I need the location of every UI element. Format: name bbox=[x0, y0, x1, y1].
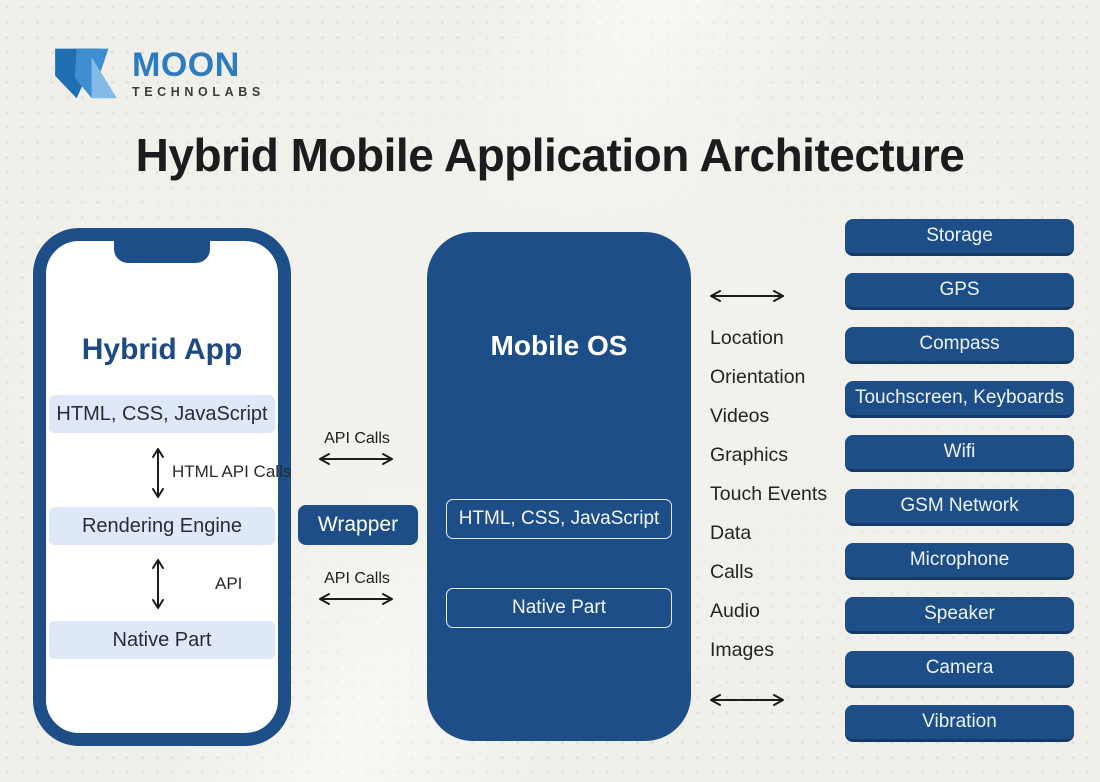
device-feature-speaker: Speaker bbox=[845, 597, 1074, 634]
hybrid-app-phone: Hybrid App HTML, CSS, JavaScript HTML AP… bbox=[33, 228, 291, 746]
brand-wordmark: MOON TECHNOLABS bbox=[132, 44, 265, 99]
mobile-os-block: Mobile OS HTML, CSS, JavaScript Native P… bbox=[427, 232, 691, 741]
double-arrow-vertical-icon bbox=[152, 448, 164, 498]
capability-label: Orientation bbox=[710, 366, 806, 388]
page-title: Hybrid Mobile Application Architecture bbox=[135, 129, 965, 181]
hybrid-app-title: Hybrid App bbox=[81, 333, 243, 366]
device-feature-storage: Storage bbox=[845, 219, 1074, 256]
api-calls-bottom-label: API Calls bbox=[324, 570, 390, 587]
double-arrow-horizontal-icon bbox=[319, 453, 393, 465]
device-feature-compass: Compass bbox=[845, 327, 1074, 364]
double-arrow-vertical-icon bbox=[152, 559, 164, 609]
capability-label: Graphics bbox=[710, 444, 789, 466]
device-feature-list: Storage GPS Compass Touchscreen, Keyboar… bbox=[845, 219, 1074, 742]
double-arrow-horizontal-icon bbox=[710, 290, 784, 302]
brand-name: MOON bbox=[132, 46, 240, 84]
brand-subname: TECHNOLABS bbox=[132, 85, 265, 99]
device-feature-camera: Camera bbox=[845, 651, 1074, 688]
capability-label: Videos bbox=[710, 405, 770, 427]
mobile-os-title: Mobile OS bbox=[490, 330, 628, 361]
device-feature-microphone: Microphone bbox=[845, 543, 1074, 580]
capability-label: Audio bbox=[710, 600, 760, 622]
capability-label: Images bbox=[710, 639, 774, 661]
capability-label: Location bbox=[710, 327, 784, 349]
mobile-os-box-web: HTML, CSS, JavaScript bbox=[446, 499, 672, 539]
double-arrow-horizontal-icon bbox=[319, 593, 393, 605]
moon-technolabs-logo-icon bbox=[55, 48, 117, 99]
device-feature-wifi: Wifi bbox=[845, 435, 1074, 472]
hybrid-app-layer-rendering: Rendering Engine bbox=[49, 507, 275, 545]
hybrid-app-layer-web: HTML, CSS, JavaScript bbox=[49, 395, 275, 433]
device-feature-gps: GPS bbox=[845, 273, 1074, 310]
capability-label: Calls bbox=[710, 561, 754, 583]
hybrid-app-layer-native: Native Part bbox=[49, 621, 275, 659]
capability-label: Data bbox=[710, 522, 752, 544]
phone-notch bbox=[114, 241, 210, 263]
double-arrow-horizontal-icon bbox=[710, 694, 784, 706]
device-feature-vibration: Vibration bbox=[845, 705, 1074, 742]
api-label: API bbox=[215, 574, 243, 593]
device-feature-gsm-network: GSM Network bbox=[845, 489, 1074, 526]
api-calls-top-label: API Calls bbox=[324, 430, 390, 447]
device-feature-touchscreen-keyboards: Touchscreen, Keyboards bbox=[845, 381, 1074, 418]
html-api-calls-label: HTML API Calls bbox=[172, 462, 292, 481]
mobile-os-box-native: Native Part bbox=[446, 588, 672, 628]
capability-label: Touch Events bbox=[710, 483, 828, 505]
brand-logo: MOON TECHNOLABS bbox=[50, 44, 265, 102]
capability-list: Location Orientation Videos Graphics Tou… bbox=[710, 327, 827, 662]
wrapper-box: Wrapper bbox=[298, 505, 418, 545]
